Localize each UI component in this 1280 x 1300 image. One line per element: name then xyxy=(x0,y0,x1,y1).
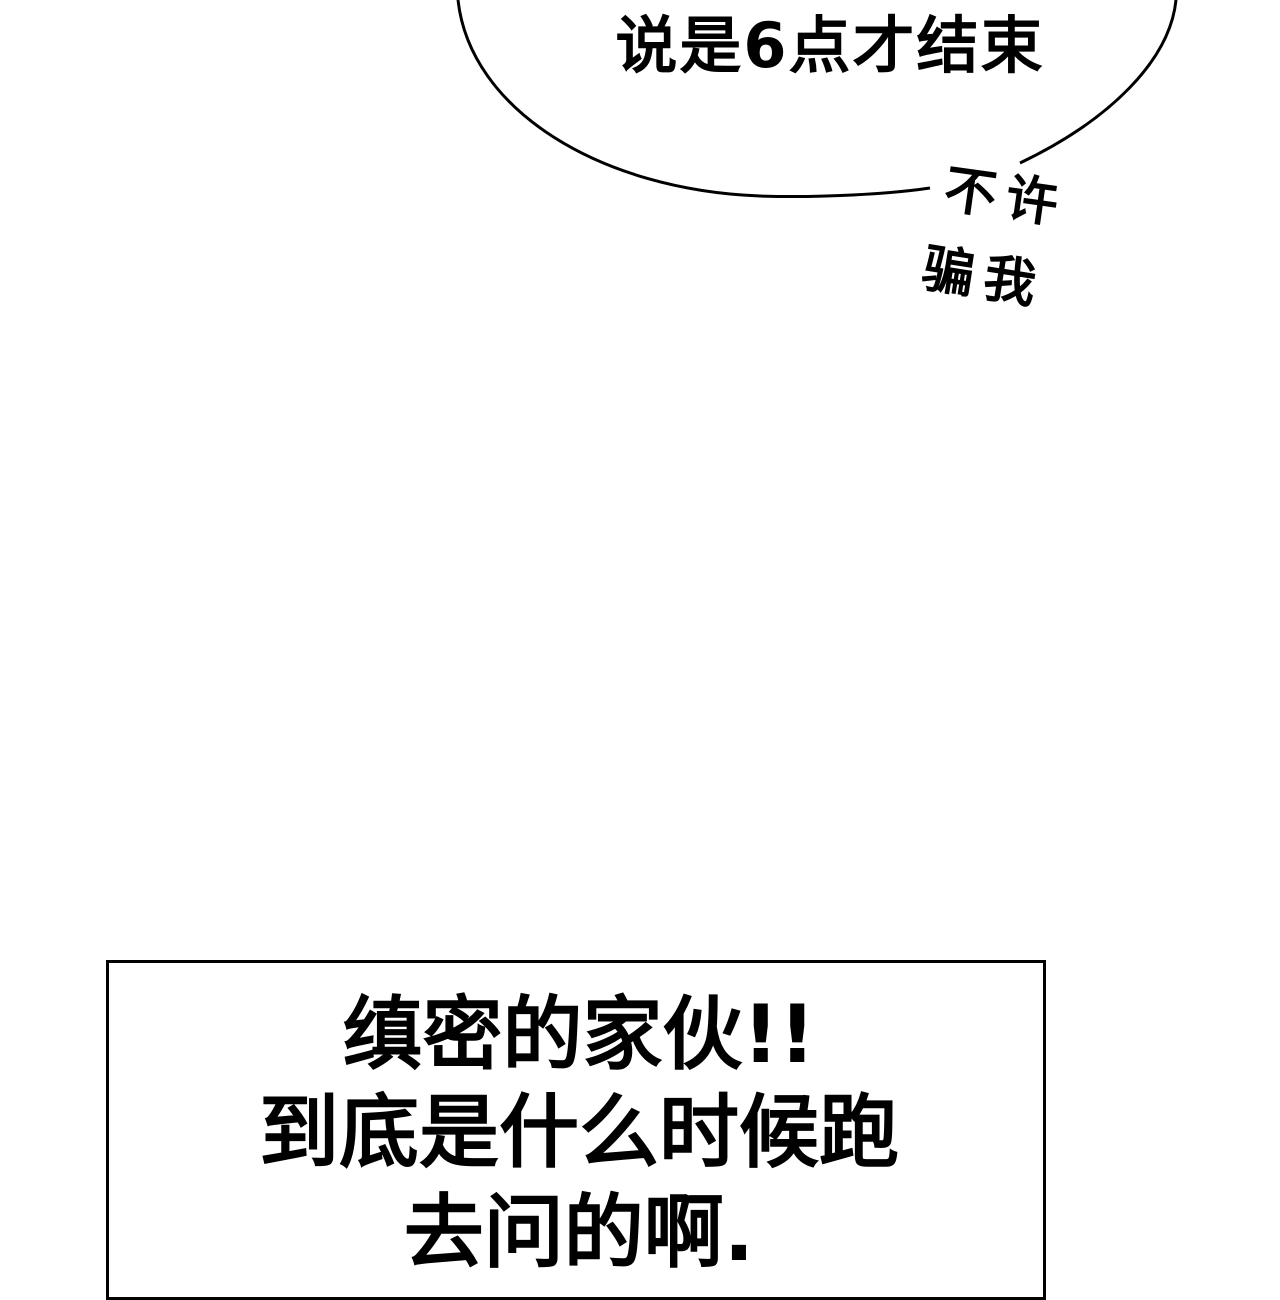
narration-box: 缜密的家伙!! 到底是什么时候跑 去问的啊. xyxy=(106,960,1046,1300)
speech-bubble-outline-right xyxy=(1019,0,1178,165)
narration-line-1: 缜密的家伙!! xyxy=(342,988,816,1081)
narration-line-3: 去问的啊. xyxy=(403,1186,755,1279)
speech-bubble-text: 说是6点才结束 xyxy=(615,9,1045,82)
speech-bubble xyxy=(456,0,1178,199)
speech-bubble-outline xyxy=(456,0,931,199)
narration-line-2: 到底是什么时候跑 xyxy=(259,1086,899,1179)
